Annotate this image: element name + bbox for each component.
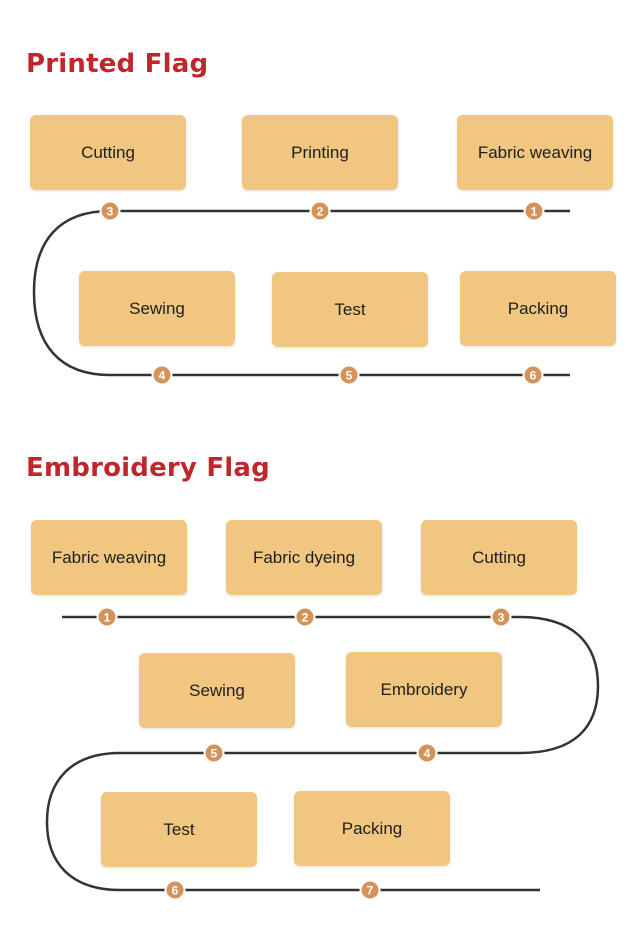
embroidery-step-box-fabric-weaving: Fabric weaving [31, 520, 187, 595]
embroidery-step-marker-1: 1 [96, 606, 118, 628]
embroidery-step-marker-4: 4 [416, 742, 438, 764]
embroidery-step-box-embroidery: Embroidery [346, 652, 502, 727]
printed-step-box-cutting: Cutting [30, 115, 186, 190]
embroidery-step-box-test: Test [101, 792, 257, 867]
embroidery-flag-title: Embroidery Flag [26, 453, 270, 483]
printed-step-marker-4: 4 [151, 364, 173, 386]
embroidery-step-marker-5: 5 [203, 742, 225, 764]
printed-step-number-3: 3 [107, 205, 114, 219]
printed-flow-line [32, 209, 570, 377]
embroidery-step-marker-6: 6 [164, 879, 186, 901]
embroidery-flow-line [45, 615, 600, 892]
printed-step-box-printing: Printing [242, 115, 398, 190]
embroidery-step-marker-7: 7 [359, 879, 381, 901]
printed-flag-flow-diagram: 1 2 3 4 5 6 [32, 200, 570, 386]
printed-step-number-4: 4 [159, 369, 166, 383]
printed-step-box-fabric-weaving: Fabric weaving [457, 115, 613, 190]
embroidery-step-marker-2: 2 [294, 606, 316, 628]
embroidery-step-number-3: 3 [498, 611, 505, 625]
printed-step-number-2: 2 [317, 205, 324, 219]
embroidery-step-box-sewing: Sewing [139, 653, 295, 728]
printed-step-marker-2: 2 [309, 200, 331, 222]
embroidery-step-number-6: 6 [172, 884, 179, 898]
printed-step-marker-3: 3 [99, 200, 121, 222]
embroidery-step-number-7: 7 [367, 884, 374, 898]
printed-step-box-sewing: Sewing [79, 271, 235, 346]
embroidery-step-marker-3: 3 [490, 606, 512, 628]
printed-step-box-test: Test [272, 272, 428, 347]
embroidery-step-box-cutting: Cutting [421, 520, 577, 595]
printed-step-number-6: 6 [530, 369, 537, 383]
printed-step-marker-5: 5 [338, 364, 360, 386]
embroidery-step-number-1: 1 [104, 611, 111, 625]
embroidery-step-number-5: 5 [211, 747, 218, 761]
embroidery-step-box-packing: Packing [294, 791, 450, 866]
printed-step-box-packing: Packing [460, 271, 616, 346]
embroidery-step-box-fabric-dyeing: Fabric dyeing [226, 520, 382, 595]
printed-step-marker-6: 6 [522, 364, 544, 386]
printed-step-marker-1: 1 [523, 200, 545, 222]
printed-step-number-5: 5 [346, 369, 353, 383]
embroidery-step-number-4: 4 [424, 747, 431, 761]
printed-flag-title: Printed Flag [26, 49, 209, 79]
embroidery-step-number-2: 2 [302, 611, 309, 625]
printed-step-number-1: 1 [531, 205, 538, 219]
